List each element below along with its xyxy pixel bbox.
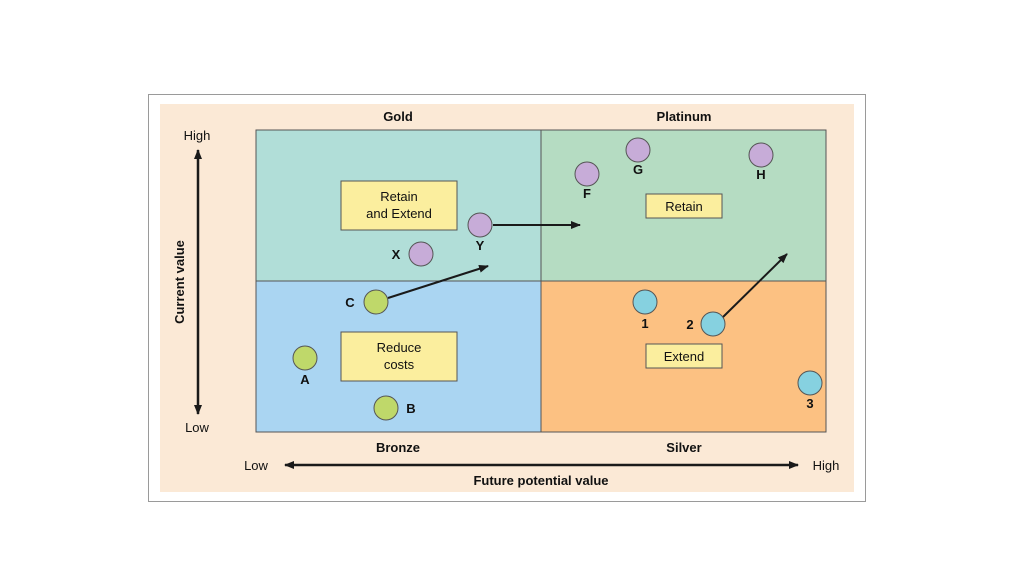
- customer-dot-b: [373, 395, 399, 421]
- c-migration-arrow: [387, 264, 489, 299]
- reduce-costs-box: [340, 331, 458, 382]
- y-axis-title: Current value: [172, 240, 187, 324]
- customer-dot-x: [408, 241, 434, 267]
- x-axis-low-label: Low: [244, 458, 268, 473]
- two-migration-arrow: [721, 253, 788, 319]
- customer-dot-1: [632, 289, 658, 315]
- y-axis-high-label: High: [184, 128, 211, 143]
- customer-label-1: 1: [641, 316, 648, 331]
- retain-extend-line1: Retain: [380, 189, 418, 204]
- silver-label: Silver: [666, 440, 701, 455]
- retain-label: Retain: [665, 199, 703, 214]
- extend-label: Extend: [664, 349, 704, 364]
- retain-extend-line2: and Extend: [366, 206, 432, 221]
- customer-label-a: A: [300, 372, 310, 387]
- x-axis-high-label: High: [813, 458, 840, 473]
- customer-label-3: 3: [806, 396, 813, 411]
- reduce-line1: Reduce: [377, 340, 422, 355]
- x-axis-title: Future potential value: [473, 473, 608, 488]
- y-axis-low-label: Low: [185, 420, 209, 435]
- customer-label-c: C: [345, 295, 355, 310]
- customer-label-x: X: [392, 247, 401, 262]
- customer-dot-f: [574, 161, 600, 187]
- customer-label-y: Y: [476, 238, 485, 253]
- platinum-label: Platinum: [657, 109, 712, 124]
- customer-dot-h: [748, 142, 774, 168]
- retain-box: [645, 193, 723, 219]
- bronze-label: Bronze: [376, 440, 420, 455]
- gold-label: Gold: [383, 109, 413, 124]
- customer-label-g: G: [633, 162, 643, 177]
- extend-box: [645, 343, 723, 369]
- customer-dot-c: [363, 289, 389, 315]
- customer-dot-2: [700, 311, 726, 337]
- customer-label-b: B: [406, 401, 415, 416]
- customer-label-h: H: [756, 167, 765, 182]
- customer-dot-y: [467, 212, 493, 238]
- reduce-line2: costs: [384, 357, 415, 372]
- retain-extend-box: [340, 180, 458, 231]
- customer-dot-g: [625, 137, 651, 163]
- customer-label-f: F: [583, 186, 591, 201]
- customer-label-2: 2: [686, 317, 693, 332]
- customer-dot-a: [292, 345, 318, 371]
- customer-dot-3: [797, 370, 823, 396]
